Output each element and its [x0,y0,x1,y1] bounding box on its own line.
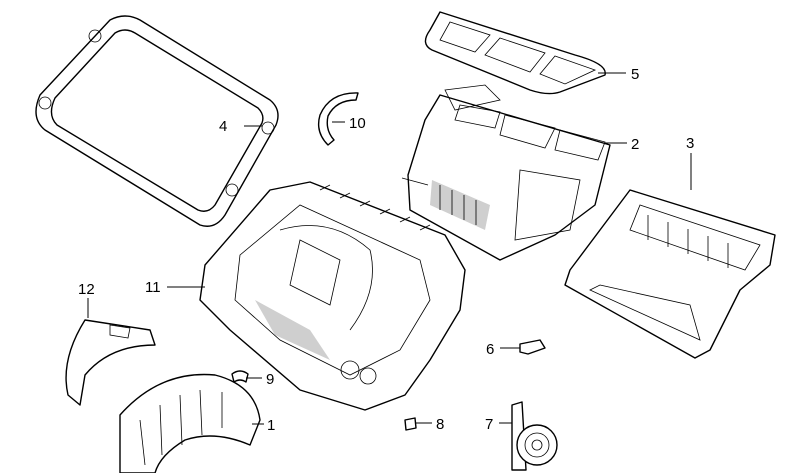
part-6-fastener [519,339,546,355]
callout-8: 8 [436,416,444,433]
callout-3: 3 [686,135,694,152]
callout-6: 6 [486,341,494,358]
part-4-gasket [35,15,279,227]
callout-5: 5 [631,66,639,83]
part-3-cover [564,189,776,359]
part-11-blower-housing [199,181,466,411]
callout-7: 7 [485,416,493,433]
part-1-fan-shroud [119,373,261,473]
part-7-motor [511,401,558,471]
callout-4: 4 [219,118,227,135]
part-5-grille-frame [424,11,606,95]
part-9-clip [231,370,249,383]
callout-2: 2 [631,136,639,153]
part-2-distribution-housing [401,84,611,261]
callout-9: 9 [266,371,274,388]
callout-1: 1 [267,417,275,434]
leader-lines [87,72,692,425]
part-8-screw [404,417,417,431]
callout-12: 12 [78,281,95,298]
part-12-scroll-segment [65,319,156,406]
part-10-clip [317,92,359,146]
callout-10: 10 [349,115,366,132]
callout-11: 11 [145,279,161,296]
